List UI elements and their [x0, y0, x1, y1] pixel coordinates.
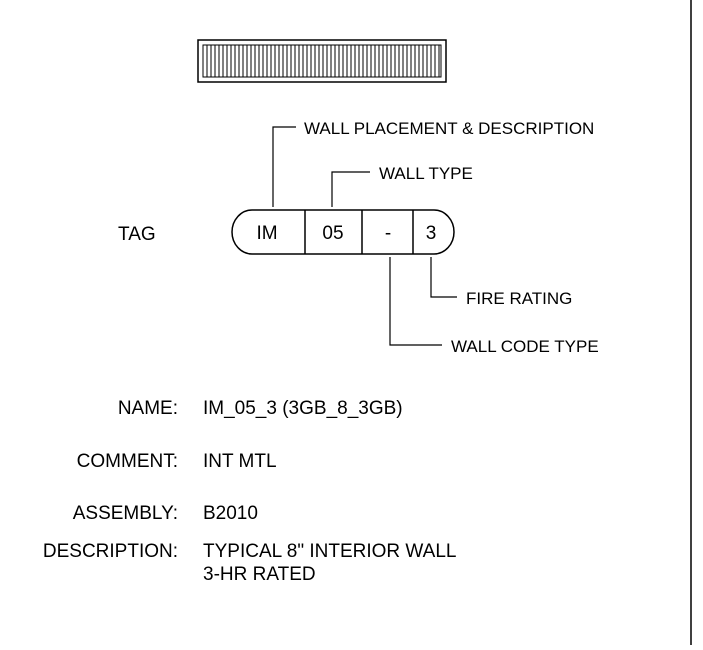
property-list: NAME: IM_05_3 (3GB_8_3GB) COMMENT: INT M…	[43, 398, 457, 585]
tag-fire-rating: 3	[426, 223, 437, 244]
name-value: IM_05_3 (3GB_8_3GB)	[203, 398, 403, 419]
description-value: TYPICAL 8" INTERIOR WALL	[203, 541, 456, 562]
placement-callout: WALL PLACEMENT & DESCRIPTION	[304, 119, 594, 138]
tag-label: TAG	[118, 224, 156, 245]
tag-wall-type-code: 05	[322, 223, 343, 244]
fire-rating-callout: FIRE RATING	[466, 289, 572, 308]
description-value-line2: 3-HR RATED	[203, 564, 316, 585]
description-key: DESCRIPTION:	[43, 541, 178, 562]
code-type-leader	[389, 257, 442, 346]
code-type-callout: WALL CODE TYPE	[451, 337, 599, 356]
fire-rating-leader	[430, 257, 457, 298]
wall-tag: IM 05 - 3	[231, 209, 455, 255]
wall-type-callout: WALL TYPE	[379, 164, 473, 183]
callout-leaders	[272, 126, 457, 346]
assembly-value: B2010	[203, 503, 258, 524]
comment-value: INT MTL	[203, 451, 277, 472]
wall-type-leader	[331, 171, 370, 207]
tag-placement-code: IM	[256, 223, 277, 244]
comment-key: COMMENT:	[77, 451, 178, 472]
name-key: NAME:	[118, 398, 178, 419]
tag-outline	[231, 209, 455, 255]
assembly-key: ASSEMBLY:	[73, 503, 178, 524]
wall-pattern-swatch	[197, 39, 447, 83]
tag-code-type: -	[385, 223, 391, 244]
placement-leader	[272, 126, 296, 207]
